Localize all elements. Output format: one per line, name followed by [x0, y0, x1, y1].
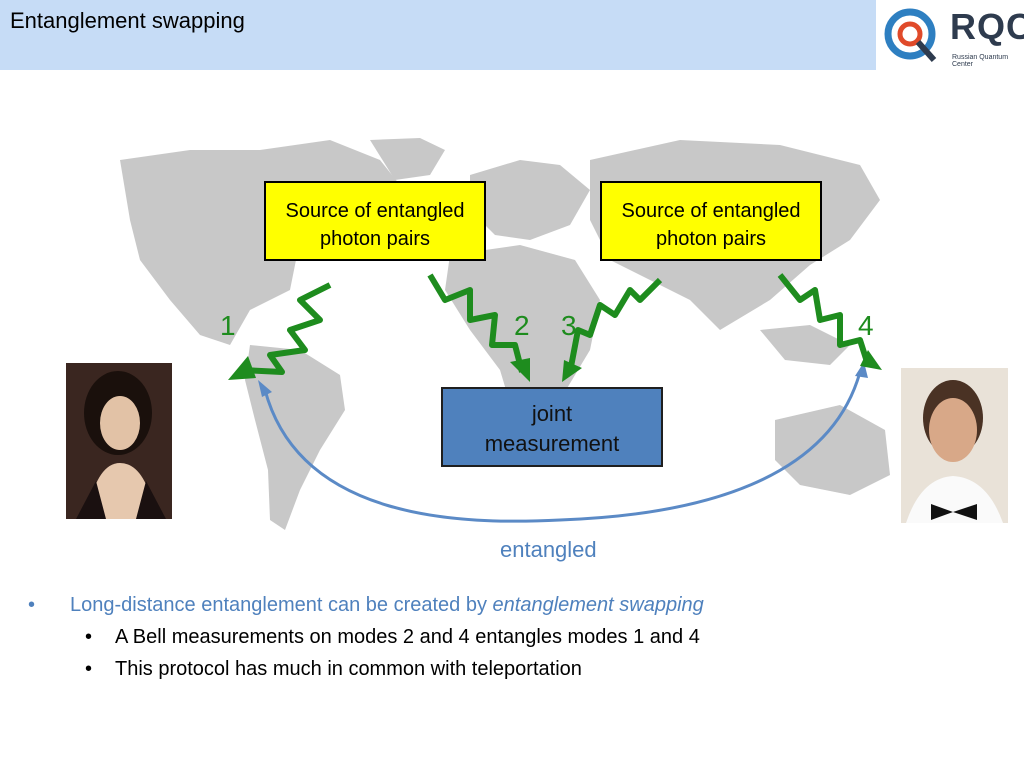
portrait-right [901, 368, 1008, 523]
source-box-right: Source of entangled photon pairs [600, 181, 822, 261]
bullet-3-text: This protocol has much in common with te… [115, 658, 582, 680]
portrait-left [66, 363, 172, 519]
rqc-logo-mark [884, 8, 937, 62]
photon-arrow-4 [860, 350, 882, 370]
photon-wave-4 [777, 273, 871, 366]
source-right-line2: photon pairs [655, 228, 767, 250]
bullet-1-text: Long-distance entanglement can be create… [70, 594, 493, 616]
mode-label-2: 2 [514, 310, 530, 341]
photon-wave-1 [241, 282, 332, 375]
header-bar: Entanglement swapping [0, 0, 876, 70]
source-right-line1: Source of entangled [621, 200, 801, 222]
bullet-1: • Long-distance entanglement can be crea… [28, 594, 704, 626]
bullet-1-emphasis: entanglement swapping [492, 594, 704, 616]
logo-text: RQC [950, 6, 1024, 47]
photon-arrow-3 [562, 360, 582, 382]
mode-label-1: 1 [220, 310, 236, 341]
entangled-arc [263, 371, 862, 523]
bullet-2: • A Bell measurements on modes 2 and 4 e… [28, 626, 704, 658]
photon-wave-3 [567, 277, 663, 373]
photon-wave-2 [427, 273, 525, 373]
source-box-left: Source of entangled photon pairs [264, 181, 486, 261]
africa [445, 245, 600, 430]
mode-label-3: 3 [561, 310, 577, 341]
rqc-logo: RQC Russian Quantum Center [880, 2, 1024, 68]
arc-arrowhead-left [258, 380, 272, 397]
joint-line2: measurement [484, 431, 620, 456]
europe [470, 160, 590, 240]
bullet-marker: • [85, 626, 93, 648]
bullet-marker: • [85, 658, 93, 680]
photon-arrow-1 [228, 356, 256, 380]
slide-title: Entanglement swapping [10, 8, 245, 33]
source-left-line1: Source of entangled [285, 200, 465, 222]
mode-label-4: 4 [858, 310, 874, 341]
photon-arrow-2 [510, 358, 530, 382]
bullet-list: • Long-distance entanglement can be crea… [28, 594, 704, 690]
bullet-2-text: A Bell measurements on modes 2 and 4 ent… [115, 626, 700, 648]
entangled-label: entangled [500, 537, 597, 562]
joint-line1: joint [531, 401, 573, 426]
bullet-marker: • [28, 594, 36, 616]
australia [775, 405, 890, 495]
joint-measurement-box: joint measurement [441, 387, 663, 467]
greenland [370, 138, 445, 180]
logo-subtitle: Russian Quantum Center [952, 54, 1009, 68]
source-left-line2: photon pairs [319, 228, 431, 250]
se-asia [760, 325, 850, 365]
bullet-3: • This protocol has much in common with … [28, 658, 704, 690]
